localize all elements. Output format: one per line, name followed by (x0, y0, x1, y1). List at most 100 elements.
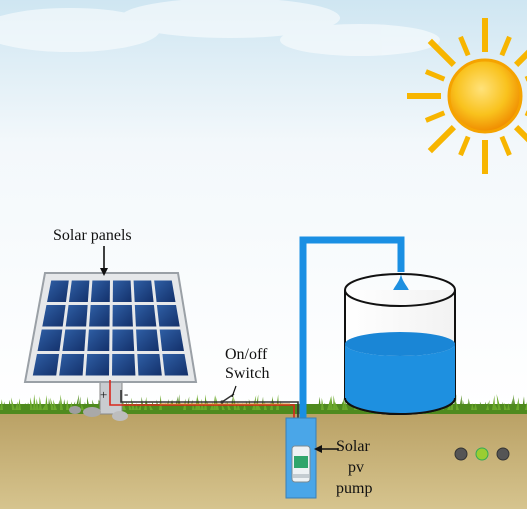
grass-blade (50, 397, 54, 410)
grass-blade (144, 396, 147, 410)
sun-ray (458, 35, 471, 57)
grass-blade (339, 400, 344, 410)
grass-blade (519, 402, 522, 410)
grass-blade (487, 402, 492, 410)
negative-terminal-label: - (124, 386, 128, 401)
sun-ray (458, 135, 471, 157)
grass-blade (492, 395, 495, 410)
solar-cell (59, 354, 85, 376)
pump-label-line3: pump (336, 480, 372, 497)
grass-blade (333, 395, 336, 410)
grass-blade (18, 398, 21, 410)
grass-blade (30, 397, 33, 410)
indicator-dot-1 (454, 447, 468, 461)
grass-blade (135, 402, 138, 410)
sun-ray (524, 75, 527, 82)
water-tank (344, 273, 456, 415)
sun-ray (513, 124, 527, 143)
sun-ray (524, 110, 527, 117)
grass-blade (24, 402, 27, 410)
grass-blade (128, 402, 132, 410)
grass-blade (27, 402, 30, 410)
solar-cell (133, 280, 154, 302)
indicator-dot-3 (496, 447, 510, 461)
grass-blade (174, 396, 178, 410)
grass-blade (78, 396, 81, 410)
solar-cell (136, 329, 160, 351)
sun-ray (482, 140, 488, 174)
clouds (0, 0, 440, 56)
grass-blade (87, 396, 90, 410)
grass-blade (42, 403, 47, 410)
solar-cell (87, 329, 110, 351)
grass-blade (516, 397, 519, 410)
solar-panel (23, 272, 198, 383)
grass-blade (186, 396, 190, 410)
grass-blade (494, 403, 498, 410)
solar-cell (112, 329, 135, 351)
solar-cell (37, 329, 63, 351)
grass-blade (39, 396, 42, 410)
grass-blade (462, 399, 465, 410)
indicator-dot-2 (475, 447, 489, 461)
grass-blade (479, 401, 483, 410)
grass-blade (447, 403, 451, 410)
grass-blade (96, 399, 100, 410)
solar-cell (62, 329, 86, 351)
grass-blade (483, 401, 486, 410)
grass-blade (327, 396, 332, 410)
positive-terminal-label: + (100, 387, 107, 402)
solar-cell (68, 280, 90, 302)
ground (0, 410, 527, 509)
grass-blade (459, 394, 462, 410)
grass-blade (66, 399, 69, 410)
grass-blade (243, 403, 246, 410)
grass-blade (501, 401, 504, 410)
grass-blade (344, 399, 348, 410)
grass-blade (84, 401, 87, 410)
grass-blade (21, 403, 26, 410)
solar-cell (134, 305, 157, 327)
grass-blade (334, 401, 339, 410)
grass-blade (456, 401, 459, 410)
grass-blade (6, 403, 10, 410)
grass-blade (215, 395, 219, 410)
grass-blade (75, 394, 80, 410)
solar-cell (156, 305, 180, 327)
grass-blade (162, 402, 166, 410)
grass-blade (342, 397, 345, 410)
grass-blade (468, 398, 471, 410)
indicator-dots (454, 447, 510, 461)
sun-ray (427, 124, 457, 154)
pump-arrow (314, 445, 339, 453)
grass-blade (321, 397, 324, 410)
solar-cell (162, 354, 189, 376)
grass-blade (126, 401, 129, 410)
solar-cell (112, 305, 133, 327)
switch-pointer (231, 385, 237, 398)
sun-ray (482, 18, 488, 52)
grass-blade (81, 403, 84, 410)
solar-cell (47, 280, 69, 302)
grass-blade (465, 402, 469, 410)
grass-blade (318, 396, 321, 410)
grass-blade (131, 397, 135, 410)
sun-ray (424, 110, 446, 123)
water-pipe (299, 236, 405, 450)
sun-ray (499, 35, 512, 57)
solar-cell (42, 305, 66, 327)
grass-blade (9, 399, 12, 410)
solar-cell (154, 280, 176, 302)
grass-blade (267, 402, 272, 410)
switch-label-line1: On/off (225, 346, 268, 363)
sun-ray (424, 69, 446, 82)
solar-cell (137, 354, 162, 376)
grass-blade (471, 403, 474, 410)
switch-label-line2: Switch (225, 365, 269, 382)
solar-panels-label: Solar panels (53, 227, 132, 244)
solar-cell (90, 280, 110, 302)
grass-blade (504, 402, 507, 410)
grass-blade (507, 403, 510, 410)
grass-blade (496, 394, 501, 410)
solar-cell (85, 354, 110, 376)
